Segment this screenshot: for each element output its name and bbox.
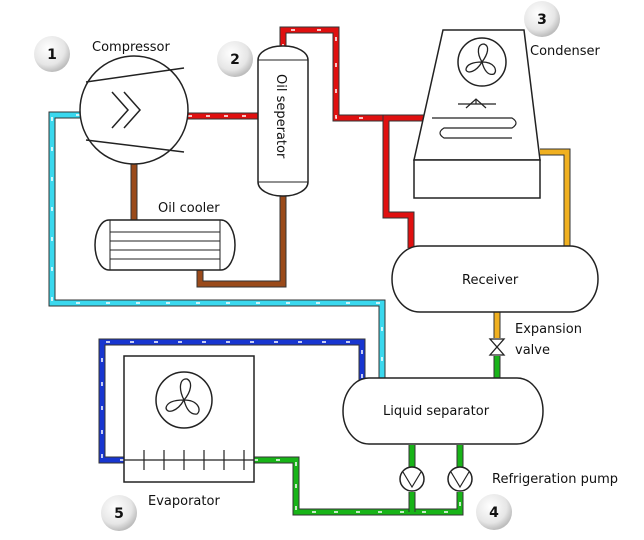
liquid-separator-label: Liquid separator — [383, 404, 490, 419]
oil-cooler-label: Oil cooler — [158, 201, 220, 216]
receiver-label: Receiver — [462, 273, 519, 288]
condenser — [413, 29, 541, 199]
expansion-label-line2: valve — [515, 343, 550, 358]
badge-5: 5 — [101, 495, 137, 531]
liquid-separator — [342, 377, 544, 445]
hot-gas-pipe-2 — [279, 26, 432, 122]
receiver — [391, 245, 599, 313]
evaporator-fan-icon — [165, 378, 200, 415]
evaporator-label: Evaporator — [148, 494, 220, 509]
expansion-valve — [488, 338, 506, 356]
badge-2-number: 2 — [230, 52, 240, 68]
oil-pipe — [130, 160, 287, 288]
evaporator — [123, 355, 255, 483]
badge-1-number: 1 — [47, 47, 57, 63]
badge-4-number: 4 — [489, 505, 499, 521]
refrigeration-pump-left — [399, 466, 425, 492]
oil-cooler — [94, 219, 236, 271]
badge-5-number: 5 — [114, 506, 124, 522]
oil-separator — [257, 45, 309, 197]
oil-separator-label: Oil seperator — [273, 74, 288, 159]
badge-4: 4 — [476, 494, 512, 530]
refrigeration-pump-label: Refrigeration pump — [492, 472, 618, 487]
refrigeration-pump-right — [447, 466, 473, 492]
compressor-label: Compressor — [92, 40, 171, 55]
condenser-label: Condenser — [530, 44, 601, 59]
hot-gas-pipe-3 — [382, 114, 432, 248]
badge-3: 3 — [524, 1, 560, 37]
liquid-pipe-condenser — [540, 148, 571, 248]
badge-3-number: 3 — [537, 12, 547, 28]
condenser-fan-icon — [465, 43, 497, 76]
suction-pipe — [48, 111, 386, 380]
expansion-label-line1: Expansion — [515, 322, 582, 337]
pump-pipe — [254, 445, 464, 516]
badge-1: 1 — [34, 36, 70, 72]
compressor — [79, 55, 189, 165]
badge-2: 2 — [217, 41, 253, 77]
evaporator-pipe — [98, 338, 366, 464]
